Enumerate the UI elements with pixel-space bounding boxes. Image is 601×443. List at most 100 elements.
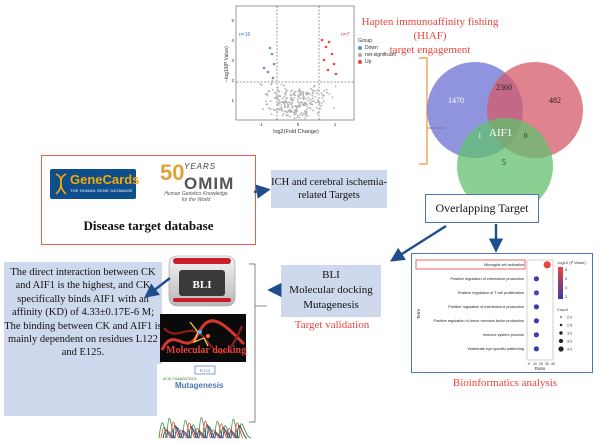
volcano-point <box>316 99 319 102</box>
bio-point <box>533 318 539 324</box>
volcano-point <box>269 108 272 111</box>
volcano-point <box>289 108 291 111</box>
venn-count-b: 482 <box>549 96 561 105</box>
ich-targets-box: ICH and cerebral ischemia-related Target… <box>271 170 387 208</box>
volcano-point <box>259 83 262 85</box>
volcano-point <box>304 112 307 115</box>
volcano-point <box>306 115 309 117</box>
color-scale-bar <box>558 267 563 299</box>
volcano-point <box>290 98 292 101</box>
legend-dot-down <box>358 45 362 50</box>
volcano-point-up <box>320 38 324 42</box>
volcano-y-tick: 1 <box>231 98 234 103</box>
volcano-point <box>305 102 308 105</box>
count-legend-label: 3.5 <box>567 339 572 343</box>
volcano-point <box>284 87 287 90</box>
volcano-point <box>269 100 272 103</box>
count-legend-dot <box>559 323 563 327</box>
volcano-point <box>292 93 294 96</box>
volcano-y-tick: 4 <box>231 38 234 43</box>
venn-count-ac: 1 <box>478 132 482 140</box>
legend-dot-ns <box>358 52 362 57</box>
volcano-point <box>293 117 296 120</box>
bio-term-label: Positive regulation of interleukin-6 pro… <box>448 305 524 309</box>
volcano-point <box>312 109 314 112</box>
volcano-x-tick: 0 <box>297 122 300 127</box>
legend-item-up: Up <box>358 59 396 66</box>
volcano-point <box>264 93 267 96</box>
volcano-point <box>304 114 307 117</box>
volcano-point <box>289 93 292 96</box>
validation-bli: BLI <box>322 269 340 281</box>
volcano-point <box>299 97 302 100</box>
volcano-point <box>296 95 299 97</box>
volcano-point <box>288 101 291 104</box>
volcano-point <box>320 102 323 104</box>
volcano-point <box>283 95 286 98</box>
volcano-point <box>265 103 268 106</box>
volcano-point <box>286 111 289 114</box>
volcano-point <box>296 98 299 101</box>
volcano-legend: Group Down not-significant Up <box>358 38 396 66</box>
volcano-point <box>275 95 278 98</box>
volcano-point <box>331 96 334 98</box>
bio-point <box>543 261 551 269</box>
volcano-point <box>306 108 308 111</box>
bio-x-tick: 0 <box>528 362 530 366</box>
volcano-point <box>295 105 297 107</box>
volcano-point <box>311 97 314 100</box>
volcano-point <box>305 110 308 113</box>
volcano-point <box>277 102 280 104</box>
volcano-point <box>298 102 301 105</box>
volcano-point-up <box>326 68 330 72</box>
volcano-point <box>286 89 289 92</box>
volcano-point <box>309 98 312 101</box>
volcano-point <box>291 105 294 108</box>
count-legend-dot <box>558 346 564 352</box>
color-scale-tick: 2 <box>565 295 567 299</box>
count-legend: 2.02.53.03.54.0 <box>558 315 572 352</box>
volcano-point <box>306 105 308 108</box>
color-scale-tick: 4 <box>565 286 567 290</box>
volcano-point <box>285 96 288 99</box>
highlight-term-box <box>415 259 526 270</box>
volcano-point <box>290 104 293 106</box>
volcano-point <box>291 89 294 92</box>
go-bubble-chart: Term Microglial cell activationPositive … <box>415 259 586 371</box>
volcano-point <box>296 114 299 117</box>
volcano-point <box>268 107 270 110</box>
volcano-point <box>315 101 317 104</box>
volcano-point <box>291 100 294 102</box>
validation-methods-box: BLI Molecular docking Mutagenesis <box>281 265 381 317</box>
volcano-point <box>321 96 324 99</box>
volcano-y-tick: 2 <box>231 78 234 83</box>
legend-dot-up <box>358 59 362 64</box>
volcano-point <box>294 94 297 96</box>
volcano-point <box>283 103 286 106</box>
bio-point <box>533 346 539 352</box>
volcano-n-left: n=16 <box>239 32 250 38</box>
volcano-point <box>311 103 314 106</box>
volcano-point <box>302 95 305 98</box>
volcano-point <box>260 84 263 86</box>
venn-count-c: 5 <box>502 158 506 167</box>
volcano-point <box>278 90 281 93</box>
volcano-point <box>304 117 307 120</box>
volcano-point <box>326 91 328 94</box>
volcano-point <box>315 106 318 109</box>
volcano-point <box>278 108 281 111</box>
volcano-point-down <box>272 62 276 66</box>
bio-xlabel: Ratio <box>535 366 546 371</box>
volcano-point <box>274 109 276 112</box>
volcano-point <box>282 97 284 100</box>
volcano-point <box>334 85 337 88</box>
volcano-point <box>302 104 305 106</box>
volcano-point <box>322 94 325 97</box>
target-validation-caption: Target validation <box>294 319 370 331</box>
count-legend-dot <box>560 316 562 318</box>
volcano-point <box>312 89 315 92</box>
validation-docking: Molecular docking <box>289 284 373 296</box>
